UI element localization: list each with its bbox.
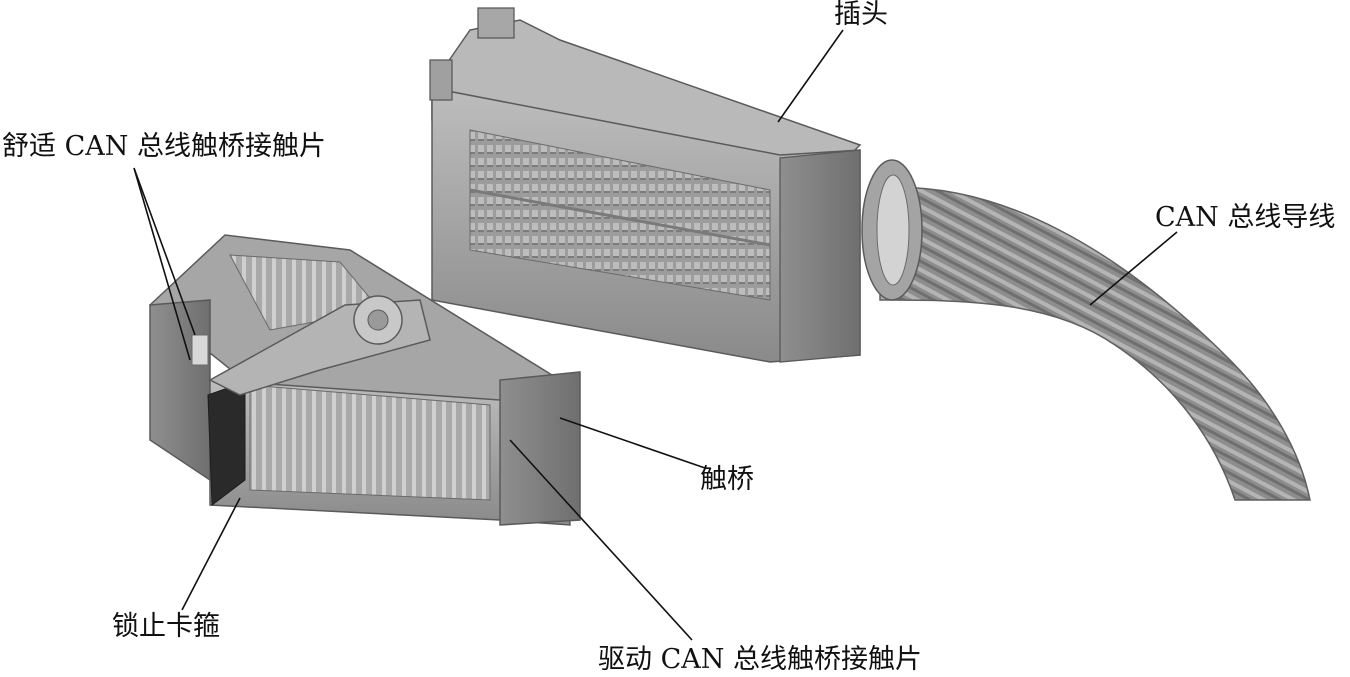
bridge-connector	[148, 234, 581, 526]
plug-label: 插头	[834, 0, 888, 30]
leader-wire	[1089, 231, 1178, 306]
leader-lock	[181, 497, 241, 611]
lock-clip-label: 锁止卡箍	[112, 611, 220, 642]
drive-can-contact-label: 驱动 CAN 总线触桥接触片	[598, 644, 922, 675]
comfort-can-contact-label: 舒适 CAN 总线触桥接触片	[2, 131, 326, 162]
can-wire-bundle	[879, 186, 1311, 501]
leader-lines	[133, 29, 1178, 641]
bridge-label: 触桥	[700, 464, 754, 495]
can-wire-label: CAN 总线导线	[1155, 202, 1336, 233]
leader-drive	[509, 439, 693, 641]
leader-comfort-1	[133, 167, 196, 336]
leader-comfort-2	[133, 167, 191, 361]
leader-plug	[777, 29, 844, 123]
leader-bridge	[559, 417, 706, 469]
plug-connector	[429, 7, 923, 363]
